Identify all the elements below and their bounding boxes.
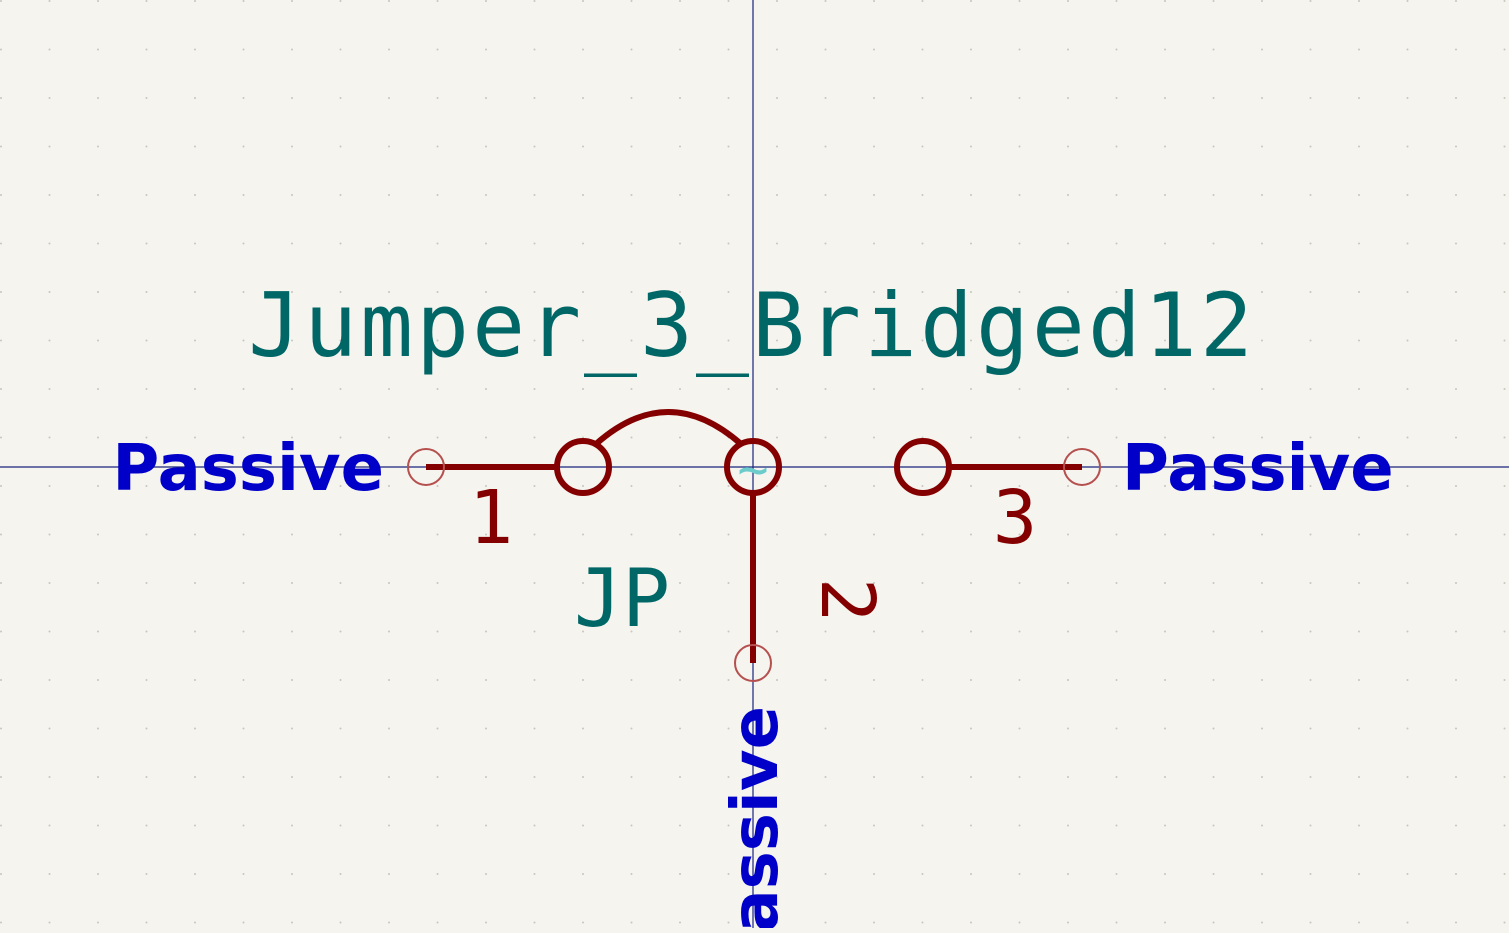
jumper-bridge-arc bbox=[594, 409, 743, 447]
symbol-value-field[interactable]: Jumper_3_Bridged12 bbox=[248, 274, 1256, 377]
pin-1-end-marker[interactable] bbox=[407, 448, 445, 486]
pin-3-number: 3 bbox=[993, 475, 1038, 561]
pin-1-type-label: Passive bbox=[112, 432, 384, 506]
unit-marker: ~ bbox=[737, 440, 768, 500]
pin-2-number: 2 bbox=[804, 578, 890, 623]
symbol-reference-field[interactable]: JP bbox=[574, 552, 670, 645]
pin-1-number: 1 bbox=[469, 475, 514, 561]
pin-2-end-marker[interactable] bbox=[734, 644, 772, 682]
jumper-pad-2 bbox=[724, 438, 782, 496]
pin-3-end-marker[interactable] bbox=[1063, 448, 1101, 486]
jumper-pad-1 bbox=[554, 438, 612, 496]
pin-2-type-label: Passive bbox=[719, 706, 793, 928]
pin-3-type-label: Passive bbox=[1122, 432, 1394, 506]
jumper-pad-3 bbox=[894, 438, 952, 496]
